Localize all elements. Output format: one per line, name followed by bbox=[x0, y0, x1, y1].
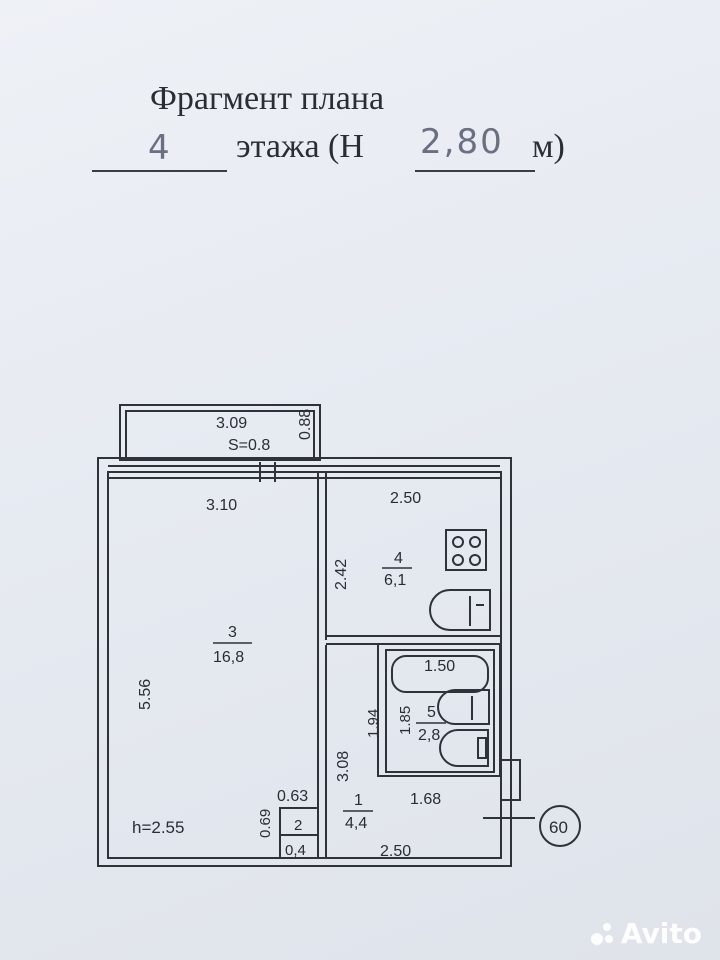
avito-watermark: Avito bbox=[589, 917, 702, 950]
height-value: 2,80 bbox=[420, 122, 504, 162]
room2-length: 0.69 bbox=[257, 809, 274, 838]
room2-number: 2 bbox=[294, 817, 302, 834]
stove-icon bbox=[445, 529, 487, 571]
room3-area: 16,8 bbox=[213, 649, 244, 666]
bathtub-icon bbox=[391, 655, 489, 693]
room1-area: 4,4 bbox=[345, 815, 367, 832]
room4-area: 6,1 bbox=[384, 572, 406, 589]
room2-width: 0.63 bbox=[277, 788, 308, 805]
room3-width: 3.10 bbox=[206, 497, 237, 514]
axis-marker: 60 bbox=[549, 818, 568, 837]
avito-logo-icon bbox=[589, 921, 615, 947]
floor-number: 4 bbox=[148, 128, 172, 168]
room1-width: 1.68 bbox=[410, 791, 441, 808]
bathroom-outline bbox=[377, 643, 501, 777]
balcony-depth: 0.88 bbox=[297, 409, 314, 440]
room5-number: 5 bbox=[427, 704, 436, 721]
balcony-outline bbox=[119, 404, 321, 461]
room4-length: 2.42 bbox=[333, 559, 350, 590]
floor-line: 4 этажа (Н 2,80 м) bbox=[0, 118, 720, 178]
floor-label: этажа (Н bbox=[236, 128, 364, 165]
room3-number: 3 bbox=[228, 624, 237, 641]
bathroom-sink-icon bbox=[437, 689, 490, 725]
bathroom-inner bbox=[385, 649, 495, 773]
room1-bottom: 2.50 bbox=[380, 843, 411, 860]
ceiling-height: h=2.55 bbox=[132, 818, 184, 837]
room5-width: 1.50 bbox=[424, 658, 455, 675]
room5-area: 2,8 bbox=[418, 727, 440, 744]
room4-number: 4 bbox=[394, 550, 403, 567]
balcony-width: 3.09 bbox=[216, 415, 247, 432]
floor-number-blank bbox=[92, 118, 227, 172]
closet-outline bbox=[279, 807, 319, 859]
room1-extra-dim: 1.94 bbox=[365, 709, 382, 738]
plan-title: Фрагмент плана bbox=[150, 80, 385, 117]
room3-length: 5.56 bbox=[137, 679, 154, 710]
room5-length: 1.85 bbox=[397, 706, 414, 735]
height-blank bbox=[415, 118, 535, 172]
axis-marker-circle bbox=[539, 805, 581, 847]
toilet-icon bbox=[439, 729, 489, 767]
watermark-text: Avito bbox=[620, 917, 702, 950]
room4-width: 2.50 bbox=[390, 490, 421, 507]
right-step bbox=[501, 759, 521, 801]
room1-length: 3.08 bbox=[335, 751, 352, 782]
height-unit: м) bbox=[532, 128, 565, 165]
balcony-area: S=0.8 bbox=[228, 437, 270, 454]
room2-area: 0,4 bbox=[285, 842, 306, 859]
kitchen-sink-icon bbox=[429, 589, 491, 631]
room1-number: 1 bbox=[354, 792, 363, 809]
outer-wall bbox=[97, 457, 512, 867]
